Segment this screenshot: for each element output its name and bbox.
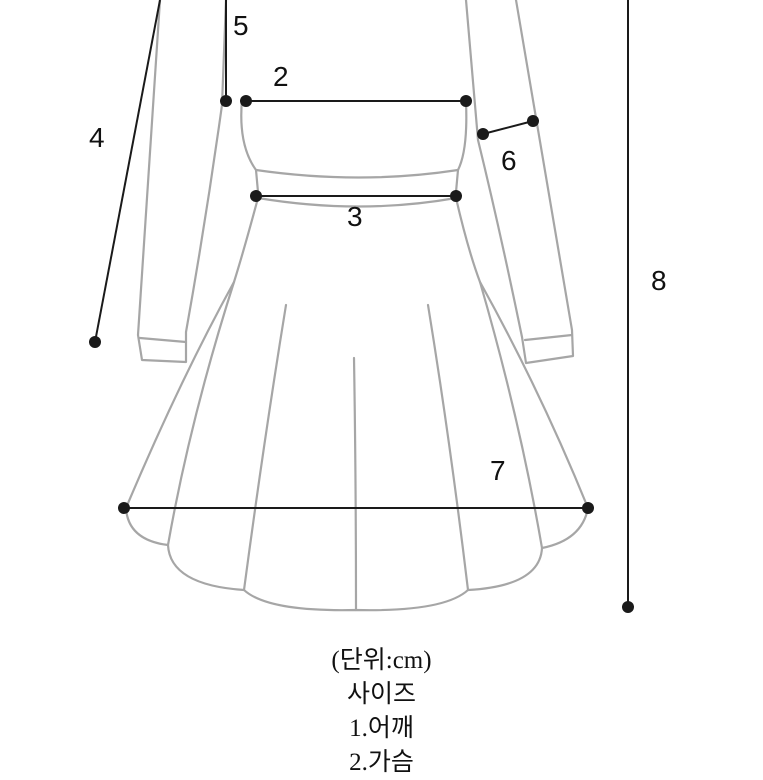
right-sleeve-outline: [464, 0, 575, 365]
bodice-right-side: [454, 100, 468, 194]
label-3: 3: [347, 201, 363, 232]
skirt-fold-3: [352, 356, 358, 612]
measure-8-dot: [622, 601, 634, 613]
label-5: 5: [233, 10, 249, 41]
measure-2-dot-right: [460, 95, 472, 107]
label-7: 7: [490, 455, 506, 486]
label-8: 8: [651, 265, 667, 296]
skirt-fold-5: [478, 280, 544, 550]
dress-measurement-diagram: 5 2 4 6 3 8 7: [89, 0, 667, 613]
right-cuff-line: [523, 333, 574, 342]
label-6: 6: [501, 145, 517, 176]
label-4: 4: [89, 122, 105, 153]
waist-bottom-line: [256, 196, 458, 208]
measure-6-dot-right: [527, 115, 539, 127]
skirt-right-edge: [454, 196, 590, 510]
dress-outline: [124, 0, 590, 612]
measure-4-line: [94, 0, 161, 343]
label-2: 2: [273, 61, 289, 92]
measure-3-dot-right: [450, 190, 462, 202]
measure-2-dot-left: [240, 95, 252, 107]
measurement-lines: [89, 0, 634, 613]
size-heading: 사이즈: [346, 681, 416, 708]
skirt-fold-4: [426, 303, 470, 592]
measure-3-dot-left: [250, 190, 262, 202]
left-cuff-line: [138, 336, 188, 344]
measure-4-dot: [89, 336, 101, 348]
skirt-fold-2: [242, 303, 288, 592]
left-sleeve-outline: [136, 0, 228, 364]
bodice-left-side: [240, 98, 260, 194]
measure-6-dot-left: [477, 128, 489, 140]
measure-7-dot-left: [118, 502, 130, 514]
skirt-left-edge: [124, 196, 260, 510]
unit-caption: (단위:cm): [331, 647, 432, 674]
measure-7-dot-right: [582, 502, 594, 514]
measurement-numbers: 5 2 4 6 3 8 7: [89, 10, 667, 486]
size-item-1: 1.어깨: [349, 715, 414, 742]
waist-top-line: [254, 168, 460, 179]
measure-5-dot: [220, 95, 232, 107]
measure-6-line: [482, 120, 534, 135]
skirt-fold-1: [166, 280, 236, 547]
size-item-2: 2.가슴: [349, 749, 414, 776]
